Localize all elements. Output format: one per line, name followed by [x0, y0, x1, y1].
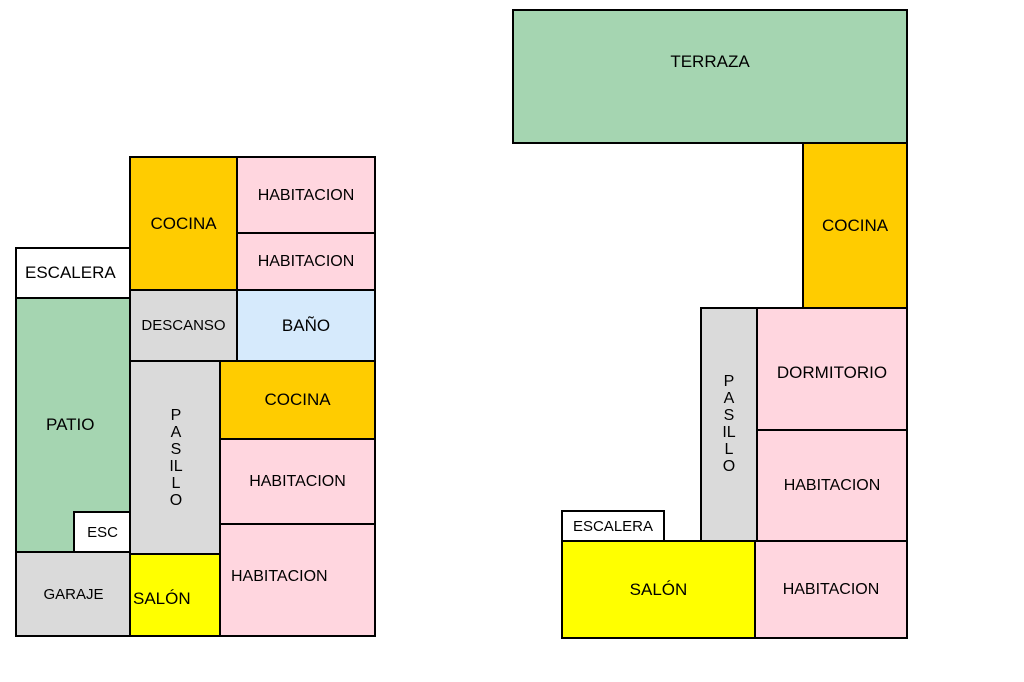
room-label: PASILLO [722, 373, 736, 475]
room-habitacion-right-2: HABITACION [754, 540, 908, 639]
room-label: GARAJE [43, 585, 104, 603]
room-label: SALÓN [133, 589, 191, 608]
room-label: PASILLO [169, 406, 183, 509]
room-habitacion-2: HABITACION [236, 232, 376, 291]
room-cocina-right: COCINA [802, 142, 908, 310]
room-habitacion-right-1: HABITACION [756, 429, 908, 542]
room-dormitorio: DORMITORIO [756, 307, 908, 431]
room-label: SALÓN [629, 579, 688, 599]
room-escalera: ESCALERA [15, 247, 132, 299]
room-label: HABITACION [782, 580, 880, 598]
room-label: COCINA [264, 390, 331, 409]
room-habitacion-1: HABITACION [236, 156, 376, 235]
room-descanso: DESCANSO [129, 289, 238, 362]
room-salon-right: SALÓN [561, 540, 756, 639]
room-esc: ESC [73, 511, 132, 553]
room-pasillo-right: PASILLO [700, 307, 758, 542]
room-label: COCINA [821, 216, 889, 235]
room-bano: BAÑO [236, 289, 376, 362]
room-habitacion-3: HABITACION [219, 438, 376, 525]
room-cocina-mid: COCINA [219, 360, 376, 440]
room-label: HABITACION [783, 476, 881, 494]
room-salon-left: SALÓN [129, 553, 221, 637]
room-patio: PATIO [15, 297, 132, 553]
room-label: BAÑO [281, 315, 331, 335]
room-cocina-top: COCINA [129, 156, 238, 291]
room-label: HABITACION [257, 186, 355, 204]
room-escalera-right: ESCALERA [561, 510, 665, 542]
room-label: PATIO [46, 415, 95, 434]
room-label: COCINA [150, 213, 217, 233]
room-terraza: TERRAZA [512, 9, 908, 144]
room-label: HABITACION [257, 252, 355, 270]
room-label: ESCALERA [25, 263, 116, 282]
room-label: TERRAZA [670, 52, 750, 71]
room-habitacion-4: HABITACION [219, 523, 376, 637]
room-label: HABITACION [249, 472, 346, 490]
room-label: ESCALERA [572, 517, 654, 535]
room-label: ESC [87, 523, 118, 541]
room-pasillo-left: PASILLO [129, 360, 221, 555]
room-label: DORMITORIO [776, 363, 888, 382]
room-label: DESCANSO [141, 317, 226, 334]
room-garaje: GARAJE [15, 551, 132, 637]
room-label: HABITACION [231, 568, 328, 585]
